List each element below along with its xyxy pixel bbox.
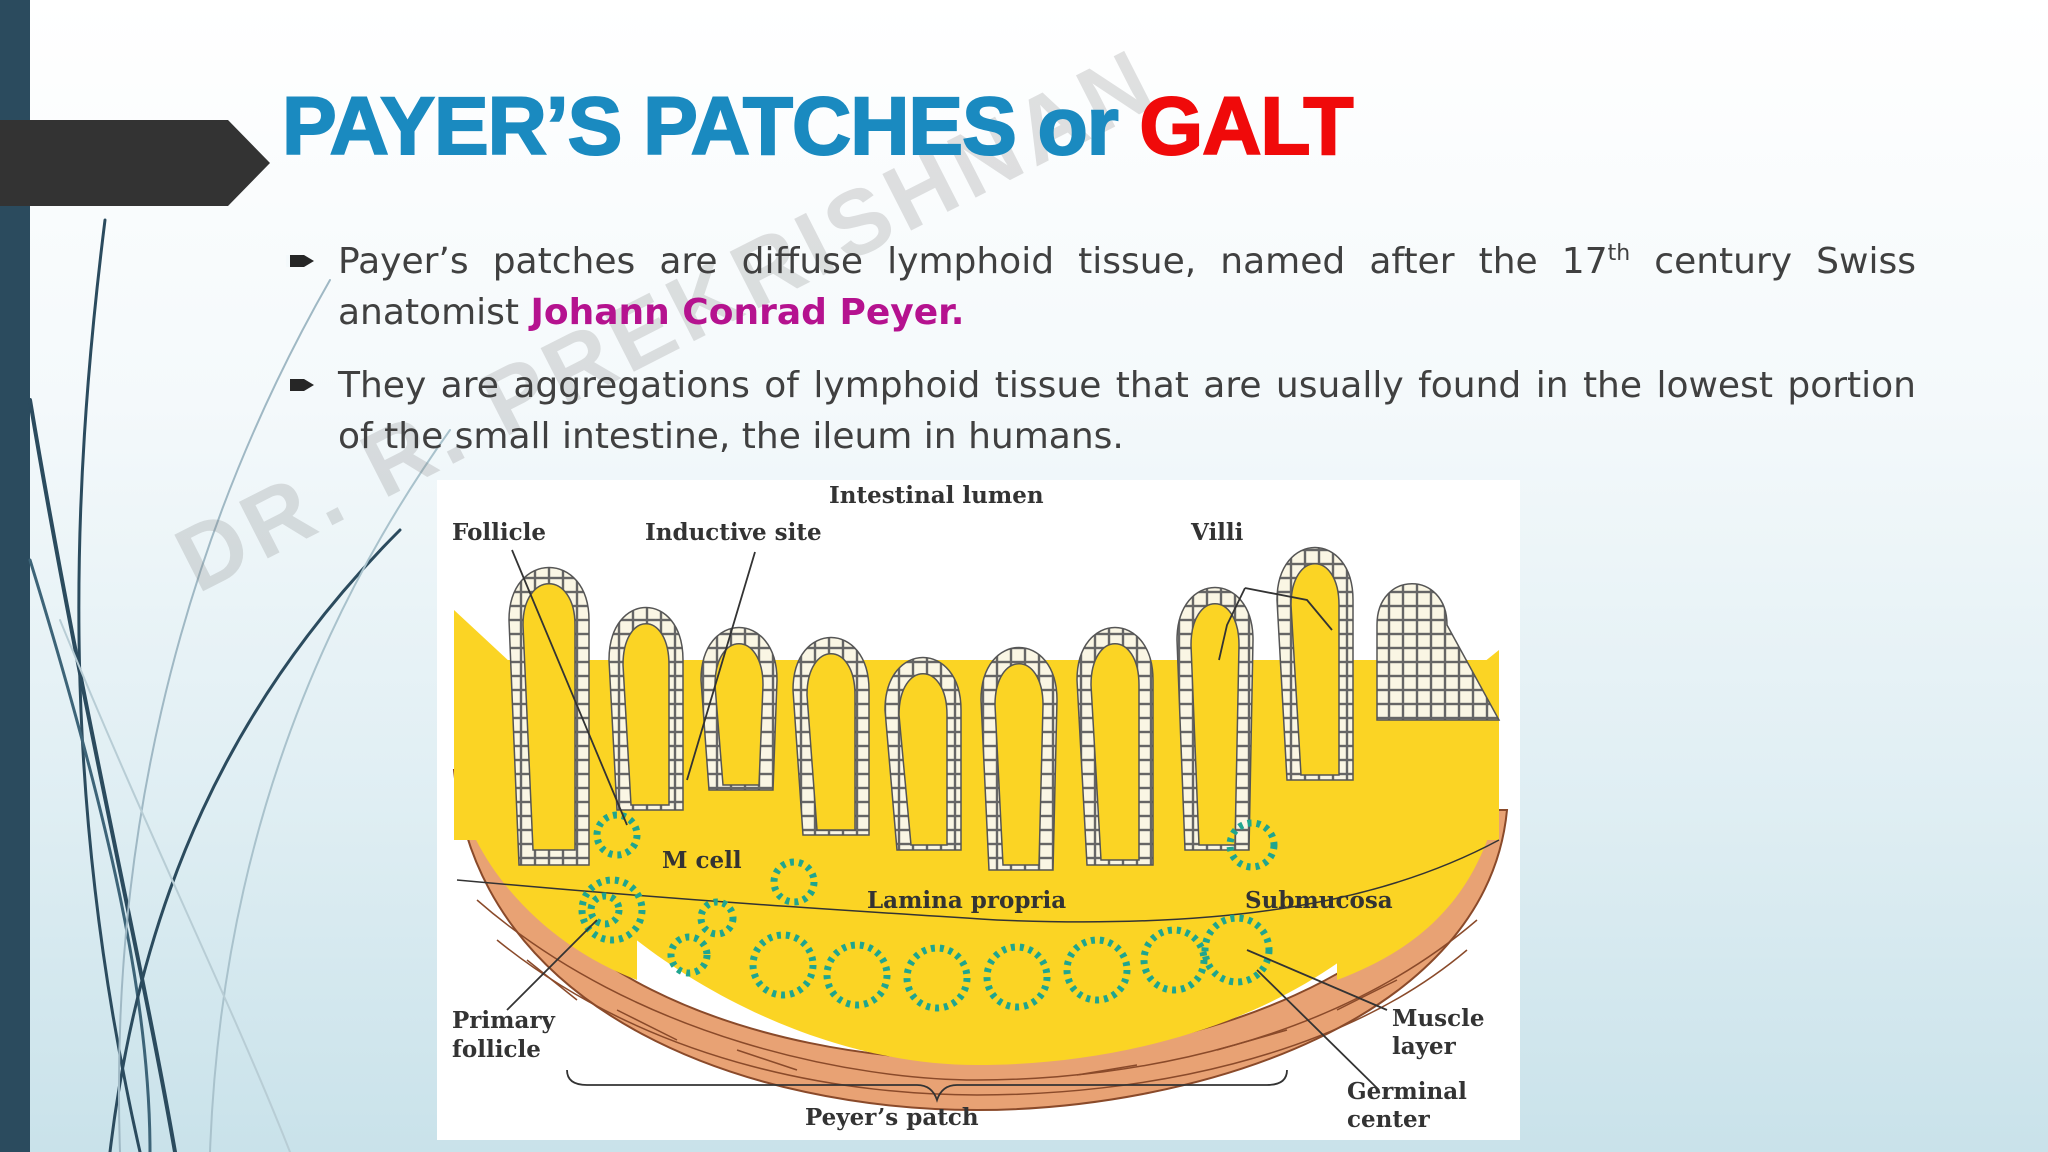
bullet2-text: They are aggregations of lymphoid tissue… bbox=[338, 365, 1916, 457]
bullet1-superscript: th bbox=[1607, 241, 1631, 266]
submucosa-boundary bbox=[456, 839, 1500, 923]
label-follicle: Follicle bbox=[452, 519, 546, 546]
muscle-fibers bbox=[476, 899, 1478, 1096]
muscle-layer bbox=[452, 769, 1509, 1112]
bullet-item-2: They are aggregations of lymphoid tissue… bbox=[282, 360, 1916, 462]
label-inductive-site: Inductive site bbox=[645, 519, 822, 546]
yellow-tissue bbox=[454, 630, 1499, 1065]
title-part-3: GALT bbox=[1138, 81, 1354, 172]
label-lamina-propria: Lamina propria bbox=[867, 887, 1066, 914]
label-muscle-layer-1: Muscle bbox=[1392, 1005, 1485, 1032]
slide-title: PAYER’S PATCHES or GALT bbox=[281, 85, 1355, 169]
label-muscle-layer-2: layer bbox=[1392, 1033, 1457, 1060]
label-submucosa: Submucosa bbox=[1245, 887, 1393, 914]
label-primary-follicle-1: Primary bbox=[452, 1007, 556, 1034]
label-m-cell: M cell bbox=[662, 847, 742, 874]
anatomist-name: Johann Conrad Peyer. bbox=[530, 292, 965, 333]
label-peyers-patch: Peyer’s patch bbox=[805, 1104, 979, 1131]
label-germinal-center-1: Germinal bbox=[1347, 1078, 1467, 1105]
diagram-svg: Intestinal lumen Follicle Inductive site… bbox=[452, 482, 1509, 1133]
bullet-item-1: Payer’s patches are diffuse lymphoid tis… bbox=[282, 236, 1916, 338]
title-part-1: PAYER’S PATCHES bbox=[281, 81, 1018, 172]
leader-lines bbox=[506, 549, 1388, 1103]
bullet1-text-a: Payer’s patches are diffuse lymphoid tis… bbox=[338, 241, 1608, 282]
title-part-2: or bbox=[1037, 81, 1120, 172]
decorative-curves bbox=[28, 218, 451, 1152]
bullet-list: Payer’s patches are diffuse lymphoid tis… bbox=[282, 236, 1916, 484]
arrow-bullet-icon bbox=[286, 255, 314, 267]
title-arrow-tab bbox=[0, 120, 270, 206]
peyers-patch-diagram: Intestinal lumen Follicle Inductive site… bbox=[437, 480, 1520, 1140]
lymphoid-follicles bbox=[578, 811, 1278, 1012]
label-germinal-center-2: center bbox=[1347, 1106, 1431, 1133]
label-primary-follicle-2: follicle bbox=[452, 1036, 541, 1063]
label-villi: Villi bbox=[1190, 519, 1244, 546]
label-intestinal-lumen: Intestinal lumen bbox=[829, 482, 1044, 509]
bullet1-text-b: century Swiss anatomist bbox=[338, 241, 1916, 333]
arrow-bullet-icon bbox=[286, 379, 314, 391]
